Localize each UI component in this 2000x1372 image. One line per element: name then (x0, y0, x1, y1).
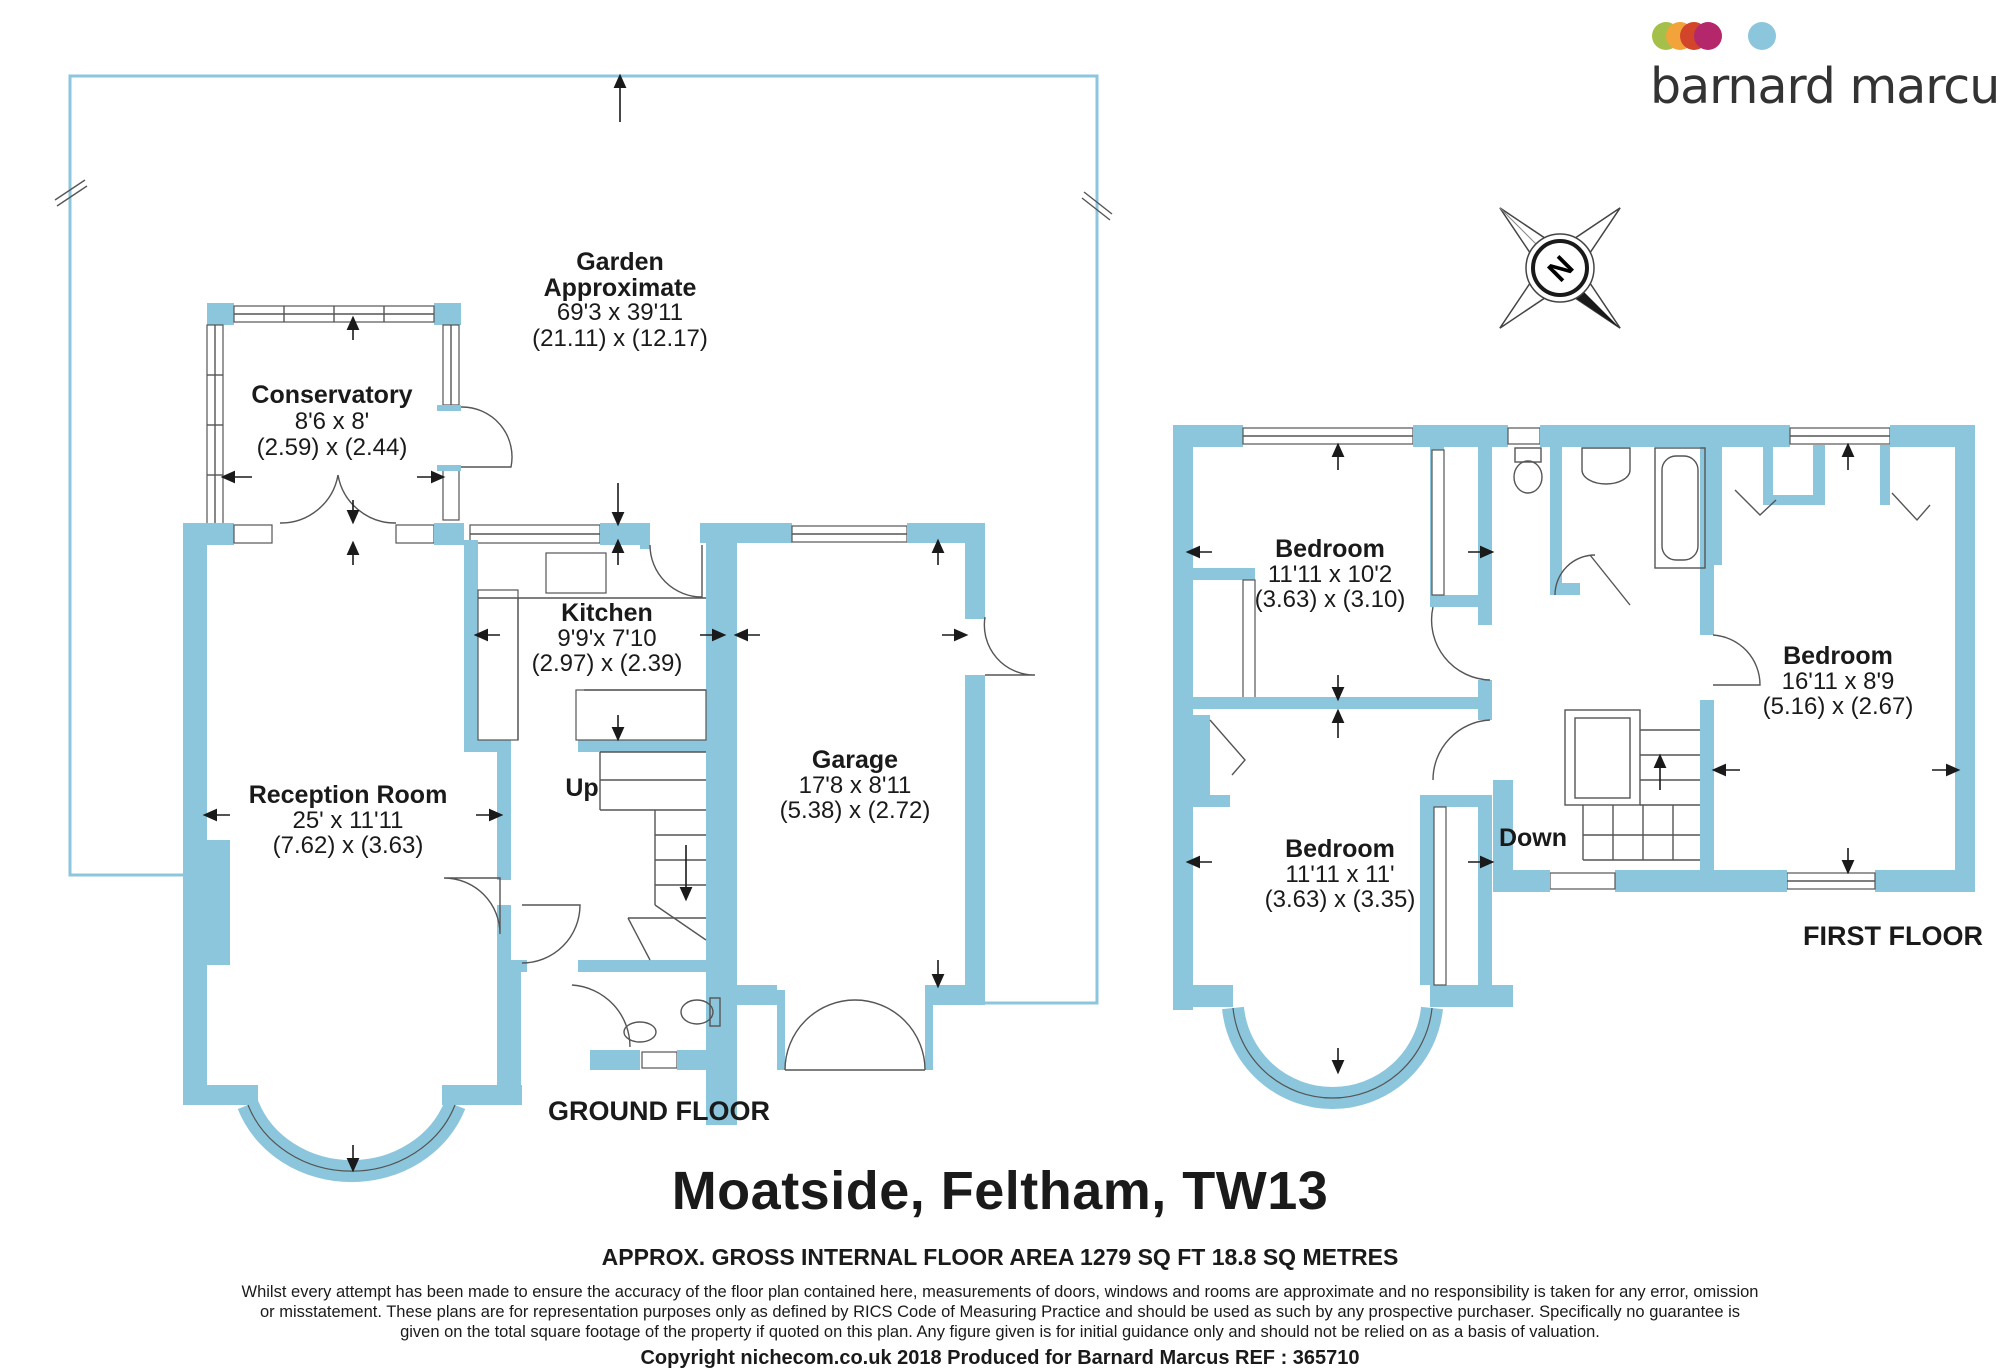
bedroom1-dim-metric: (3.63) x (3.10) (1255, 586, 1406, 613)
garage-name: Garage (812, 746, 898, 774)
page-title: Moatside, Feltham, TW13 (671, 1161, 1329, 1221)
conservatory-name: Conservatory (251, 381, 412, 409)
bedroom3-name: Bedroom (1285, 835, 1395, 863)
first-floor-plan (1173, 425, 1975, 1110)
garage-dim-imperial: 17'8 x 8'11 (799, 772, 912, 799)
conservatory-walls (206, 303, 513, 526)
bedroom3-dim-metric: (3.63) x (3.35) (1265, 886, 1416, 913)
compass-icon (1499, 207, 1621, 329)
kitchen-walls (477, 523, 740, 1125)
bedroom1-dim-imperial: 11'11 x 10'2 (1268, 561, 1392, 588)
garden-dim-metric: (21.11) x (12.17) (532, 325, 708, 352)
copyright: Copyright nichecom.co.uk 2018 Produced f… (640, 1347, 1360, 1369)
brand-name: barnard marcus (1650, 58, 2000, 115)
brand-dot-4 (1694, 22, 1722, 50)
bedroom2-dim-imperial: 16'11 x 8'9 (1782, 668, 1895, 695)
stairs-up-label: Up (565, 774, 598, 802)
bedroom2-dim-metric: (5.16) x (2.67) (1763, 693, 1914, 720)
gross-area: APPROX. GROSS INTERNAL FLOOR AREA 1279 S… (601, 1244, 1399, 1270)
garden-name-1: Garden (576, 248, 664, 276)
first-floor-label: FIRST FLOOR (1803, 921, 1983, 951)
garden-boundary (68, 74, 1099, 1005)
garage-walls (706, 523, 1036, 1071)
garden-name-2: Approximate (544, 274, 697, 302)
ground-floor-labels: Garden Approximate 69'3 x 39'11 (21.11) … (249, 248, 931, 1126)
reception-walls (183, 523, 646, 1183)
kitchen-dim-imperial: 9'9'x 7'10 (557, 625, 656, 652)
first-floor-labels: Bedroom 11'11 x 10'2 (3.63) x (3.10) Bed… (1255, 535, 1983, 951)
kitchen-dim-metric: (2.97) x (2.39) (532, 650, 683, 677)
brand-logo: barnard marcus (1650, 20, 2000, 115)
conservatory-dim-imperial: 8'6 x 8' (295, 408, 370, 435)
reception-dim-metric: (7.62) x (3.63) (273, 832, 424, 859)
bedroom1-name: Bedroom (1275, 535, 1385, 563)
stairs-down-label: Down (1499, 824, 1567, 852)
kitchen-name: Kitchen (561, 599, 653, 627)
conservatory-dim-metric: (2.59) x (2.44) (257, 434, 408, 461)
bedroom2-name: Bedroom (1783, 642, 1893, 670)
bedroom3-dim-imperial: 11'11 x 11' (1285, 861, 1394, 888)
ground-floor-label: GROUND FLOOR (548, 1096, 770, 1126)
ground-floor-plan (54, 73, 1113, 1183)
disclaimer: Whilst every attempt has been made to en… (241, 1283, 1759, 1341)
brand-dot-5 (1748, 22, 1776, 50)
garage-dim-metric: (5.38) x (2.72) (780, 797, 931, 824)
reception-name: Reception Room (249, 781, 448, 809)
garden-dim-imperial: 69'3 x 39'11 (557, 299, 683, 326)
reception-dim-imperial: 25' x 11'11 (292, 807, 403, 834)
